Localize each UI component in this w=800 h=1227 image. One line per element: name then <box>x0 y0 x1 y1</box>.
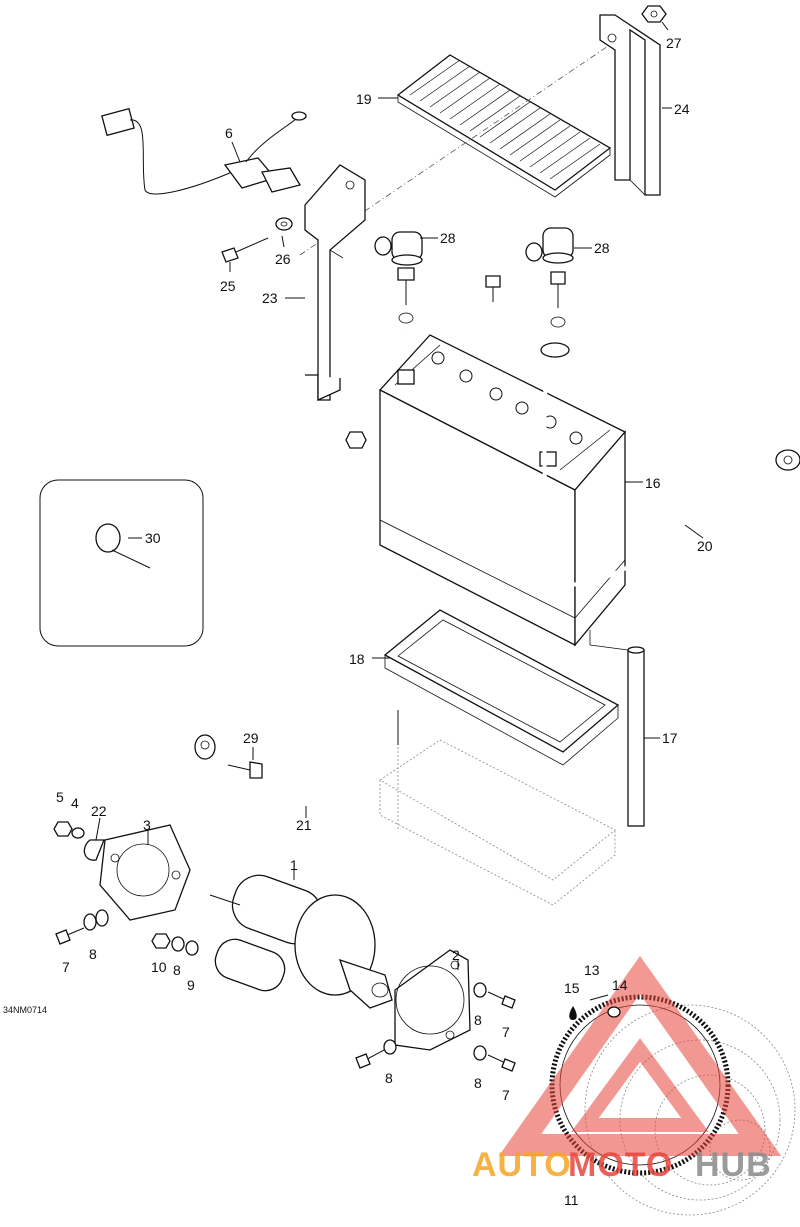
callout-19: 19 <box>356 91 372 107</box>
washer-4 <box>71 827 85 839</box>
watermark-logo <box>498 955 782 1156</box>
starter-motor-1 <box>209 874 393 1009</box>
callout-14: 14 <box>612 977 628 993</box>
battery-16 <box>378 334 627 647</box>
callouts: 1 2 3 4 5 6 7 7 7 8 8 8 8 8 9 10 11 13 1… <box>3 35 713 1208</box>
callout-20: 20 <box>697 538 713 554</box>
callout-7-left: 7 <box>62 959 70 975</box>
callout-6: 6 <box>225 125 233 141</box>
washer-8-bottom <box>383 1039 397 1055</box>
screw-7-left <box>55 927 85 945</box>
washer-8-lower-right <box>473 1045 487 1061</box>
callout-24: 24 <box>674 101 690 117</box>
washer-14 <box>607 1006 621 1018</box>
callout-8-bottom: 8 <box>385 1070 393 1086</box>
callout-17: 17 <box>662 730 678 746</box>
relay-harness-6 <box>101 107 307 195</box>
terminal-bolt-left <box>397 267 415 324</box>
nut-5 <box>53 821 73 837</box>
diagram-code: 34NM0714 <box>3 1005 47 1015</box>
screw-29 <box>227 761 263 779</box>
leader-lines <box>95 21 704 970</box>
washer-26 <box>275 217 293 231</box>
battery-cover-19 <box>396 54 612 198</box>
callout-10: 10 <box>151 959 167 975</box>
washer-8-left <box>83 909 109 931</box>
callout-8-mid: 8 <box>173 962 181 978</box>
washer-8-upper-right <box>473 982 487 998</box>
callout-3: 3 <box>143 817 151 833</box>
callout-16: 16 <box>645 475 661 491</box>
callout-8-upper-right: 8 <box>474 1012 482 1028</box>
cable-tie-box-30 <box>39 479 204 647</box>
callout-9: 9 <box>187 977 195 993</box>
screw-13 <box>589 994 609 1001</box>
callout-8-lower-right: 8 <box>474 1075 482 1091</box>
callout-13: 13 <box>584 962 600 978</box>
callout-26: 26 <box>275 251 291 267</box>
screw-7-upper-right <box>487 991 516 1009</box>
callout-30: 30 <box>145 530 161 546</box>
washer-9 <box>185 940 199 956</box>
callout-29: 29 <box>243 730 259 746</box>
svg-text:MOTO: MOTO <box>568 1146 673 1184</box>
nut-small <box>345 431 367 449</box>
terminal-cap-28-left <box>374 231 423 266</box>
callout-1: 1 <box>290 857 298 873</box>
loctite-drop-15 <box>569 1006 577 1020</box>
callout-27: 27 <box>666 35 682 51</box>
callout-23: 23 <box>262 290 278 306</box>
battery-tray-18 <box>383 609 620 766</box>
bracket-24 <box>599 14 661 196</box>
callout-11: 11 <box>564 1192 579 1208</box>
callout-8-left: 8 <box>89 946 97 962</box>
callout-7-upper-right: 7 <box>502 1024 510 1040</box>
callout-22: 22 <box>91 803 107 819</box>
terminal-bolt-center <box>485 275 501 302</box>
callout-18: 18 <box>349 651 365 667</box>
callout-25: 25 <box>220 278 236 294</box>
clamp-22 <box>83 839 105 861</box>
negative-cable-20 <box>540 342 800 587</box>
bracket-23 <box>304 164 366 402</box>
svg-text:HUB: HUB <box>695 1146 772 1184</box>
washer-8-mid <box>171 936 185 952</box>
screw-7-bottom <box>355 1049 385 1069</box>
gasket-2 <box>394 949 471 1051</box>
callout-28-left: 28 <box>440 230 456 246</box>
callout-2: 2 <box>452 947 460 963</box>
watermark-text: AUTO MOTO HUB <box>472 1146 772 1184</box>
screw-25 <box>221 237 269 263</box>
terminal-cap-28-right <box>525 227 574 264</box>
callout-21: 21 <box>296 817 312 833</box>
callout-5: 5 <box>56 789 64 805</box>
vent-tube-17 <box>589 630 645 827</box>
gasket-3 <box>99 824 191 921</box>
callout-4: 4 <box>71 795 79 811</box>
nut-27 <box>641 5 667 23</box>
svg-text:AUTO: AUTO <box>472 1146 572 1184</box>
callout-7-lower-right: 7 <box>502 1087 510 1103</box>
positive-cable-21 <box>194 328 406 842</box>
lower-tray-ghost <box>379 715 616 906</box>
terminal-bolt-right <box>550 271 566 328</box>
nut-10 <box>151 933 171 949</box>
callout-15: 15 <box>564 980 580 996</box>
callout-28-right: 28 <box>594 240 610 256</box>
screw-7-lower-right <box>487 1054 516 1072</box>
